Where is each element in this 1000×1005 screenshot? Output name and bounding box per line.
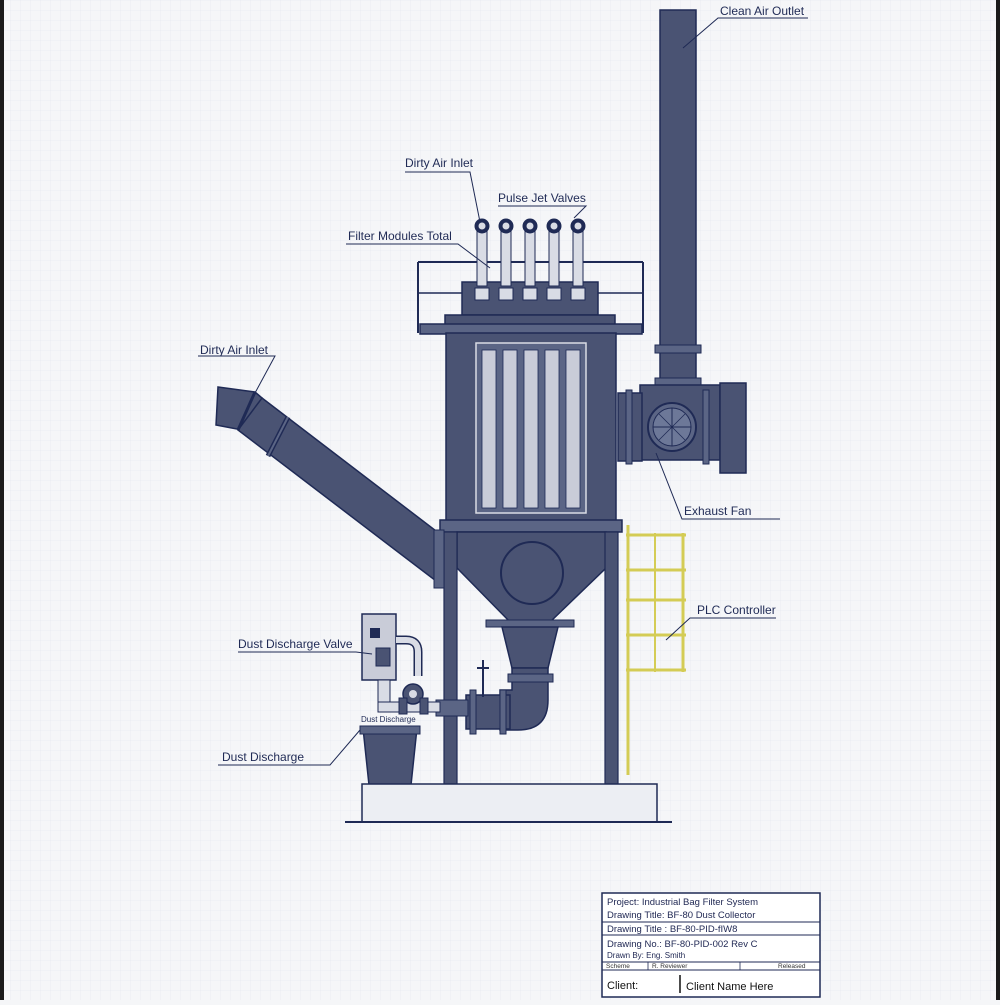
label-dirty-air-inlet-side: Dirty Air Inlet xyxy=(200,343,269,357)
filter-housing xyxy=(439,332,623,533)
title-block-drawing-title-2: Drawing Title : BF-80-PID-fIW8 xyxy=(607,924,737,935)
dust-discharge-valve xyxy=(361,613,441,715)
discharge-duct xyxy=(435,660,511,735)
title-block-small-3: Released xyxy=(778,963,806,970)
title-block-drawing-no: Drawing No.: BF-80-PID-002 Rev C xyxy=(607,939,758,950)
label-pulse-jet-valves: Pulse Jet Valves xyxy=(498,191,586,205)
hopper xyxy=(456,531,607,731)
inlet-duct xyxy=(215,386,445,589)
right-border xyxy=(996,0,1000,1000)
pulse-jet-valves xyxy=(474,218,586,301)
title-block-client-value: Client Name Here xyxy=(686,981,773,993)
exhaust-fan xyxy=(617,382,747,474)
title-block-drawn-by: Drawn By: Eng. Smith xyxy=(607,951,685,960)
title-block-small-2: R. Reviewer xyxy=(652,963,688,970)
label-dust-discharge-small: Dust Discharge xyxy=(361,715,416,724)
clean-air-stack xyxy=(654,9,702,387)
title-block-client-label: Client: xyxy=(607,980,638,992)
leader-lines xyxy=(198,17,808,766)
label-dust-discharge: Dust Discharge xyxy=(222,750,304,764)
base-slab xyxy=(345,783,672,823)
title-block-drawing-title-1: Drawing Title: BF-80 Dust Collector xyxy=(607,910,755,921)
support-legs xyxy=(443,531,619,785)
left-border xyxy=(0,0,4,1000)
title-block-small-1: Scheme xyxy=(606,963,630,970)
label-dirty-air-inlet-top: Dirty Air Inlet xyxy=(405,156,474,170)
label-clean-air-outlet: Clean Air Outlet xyxy=(720,4,805,18)
label-dust-discharge-valve: Dust Discharge Valve xyxy=(238,637,353,651)
label-plc-controller: PLC Controller xyxy=(697,603,776,617)
label-exhaust-fan: Exhaust Fan xyxy=(684,504,751,518)
title-block: Project: Industrial Bag Filter System Dr… xyxy=(601,892,821,998)
dust-bucket xyxy=(359,725,421,786)
label-filter-modules-total: Filter Modules Total xyxy=(348,229,452,243)
ladder xyxy=(626,525,686,775)
title-block-project: Project: Industrial Bag Filter System xyxy=(607,897,758,908)
